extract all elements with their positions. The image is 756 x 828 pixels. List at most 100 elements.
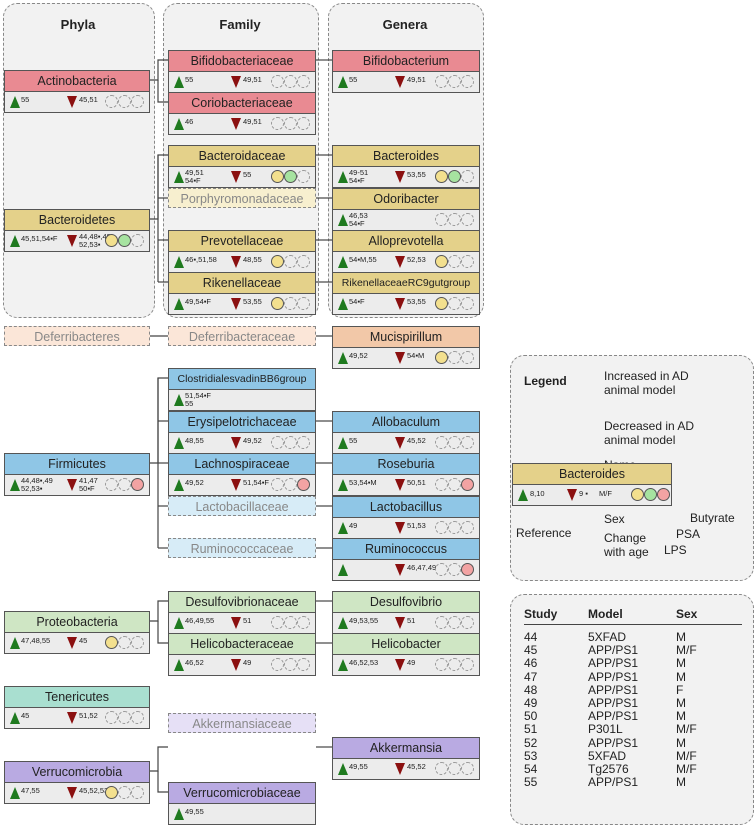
down-arrow-icon [567, 489, 577, 501]
down-arrow-icon [231, 659, 241, 671]
node-name: Prevotellaceae [169, 231, 315, 252]
node-name: Bifidobacteriaceae [169, 51, 315, 72]
up-arrow-icon [174, 479, 184, 491]
node-name: Ruminococcus [333, 539, 479, 560]
lps-circle-icon [461, 563, 474, 576]
empty-circle-icon [461, 436, 474, 449]
node-porphyromonadaceae[interactable]: Porphyromonadaceae [168, 188, 316, 208]
increase-refs: 49,53,55 [349, 616, 379, 625]
node-name: Bifidobacterium [333, 51, 479, 72]
empty-circle-icon [435, 616, 448, 629]
legend-example-up: 8,10 [530, 489, 545, 498]
node-deferribacteres[interactable]: Deferribacteres [4, 326, 150, 346]
sex-cell: M [676, 630, 686, 644]
sex-cell: M/F [676, 722, 697, 737]
phyla-header: Phyla [60, 17, 96, 32]
node-ruminococcaceae[interactable]: Ruminococcaceae [168, 538, 316, 558]
increase-refs: 49-51 54▪F [349, 168, 369, 185]
node-lactobacillaceae[interactable]: Lactobacillaceae [168, 496, 316, 516]
up-arrow-icon [174, 659, 184, 671]
sex-cell: M [676, 669, 686, 684]
empty-circle-icon [435, 436, 448, 449]
legend-increased-label: Increased in AD animal model [604, 369, 689, 397]
phyla-column-panel [3, 3, 155, 318]
up-arrow-icon [338, 214, 348, 226]
sex-cell: M [676, 709, 686, 724]
node-stats: 49,55 [169, 804, 315, 824]
up-arrow-icon [338, 256, 348, 268]
down-arrow-icon [67, 479, 77, 491]
up-arrow-icon [174, 118, 184, 130]
node-akkermansiaceae[interactable]: Akkermansiaceae [168, 713, 316, 733]
family-header: Family [219, 17, 261, 32]
empty-circle-icon [118, 711, 131, 724]
node-stats: 51,54▪F 55 [169, 390, 315, 410]
sex-cell: M/F [676, 748, 697, 763]
up-arrow-icon [174, 808, 184, 820]
legend-example-down: 9 ▪ [579, 489, 588, 498]
down-arrow-icon [231, 256, 241, 268]
down-arrow-icon [395, 352, 405, 364]
empty-circle-icon [271, 478, 284, 491]
butyrate-circle-icon [435, 170, 448, 183]
empty-circle-icon [284, 297, 297, 310]
node-deferribacteraceae[interactable]: Deferribacteraceae [168, 326, 316, 346]
node-name: Desulfovibrio [333, 592, 479, 613]
up-arrow-icon [10, 235, 20, 247]
down-arrow-icon [395, 763, 405, 775]
node-name: Verrucomicrobiaceae [169, 783, 315, 804]
empty-circle-icon [461, 658, 474, 671]
model-cell: APP/PS1 [588, 735, 639, 750]
lps-circle-icon [657, 488, 670, 501]
increase-refs: 48,55 [185, 436, 204, 445]
study-table-panel [510, 594, 754, 825]
sex-cell: M/F [676, 643, 697, 658]
decrease-refs: 55 [243, 170, 252, 179]
up-arrow-icon [338, 617, 348, 629]
increase-refs: 54▪F [349, 297, 365, 306]
butyrate-circle-icon [271, 170, 284, 183]
empty-circle-icon [461, 351, 474, 364]
psa-circle-icon [118, 234, 131, 247]
up-arrow-icon [174, 76, 184, 88]
decrease-refs: 49,51 [407, 75, 426, 84]
node-name: Tenericutes [5, 687, 149, 708]
node-stats: 44,48▪,49 52,53▪41,47 50▪F [5, 475, 149, 495]
